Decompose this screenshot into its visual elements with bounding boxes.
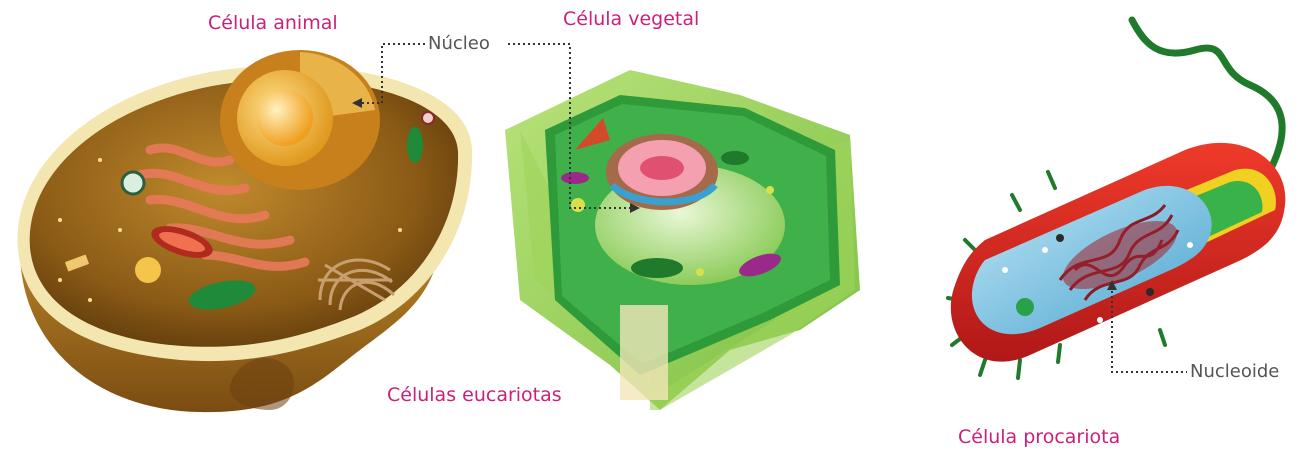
animal-cell (17, 50, 472, 412)
nucleoid-label: Nucleoide (1187, 361, 1282, 382)
nucleus-label: Núcleo (425, 33, 493, 54)
animal-nucleus (220, 50, 380, 190)
plant-cell (505, 70, 860, 410)
eukaryotes-caption: Células eucariotas (387, 384, 562, 406)
plant-cell-title: Célula vegetal (563, 8, 699, 30)
prokaryote-caption: Célula procariota (958, 426, 1120, 448)
chloroplast (631, 258, 683, 278)
plant-nucleus (606, 134, 718, 210)
animal-cell-title: Célula animal (208, 12, 338, 34)
prokaryote-cell (948, 20, 1285, 378)
